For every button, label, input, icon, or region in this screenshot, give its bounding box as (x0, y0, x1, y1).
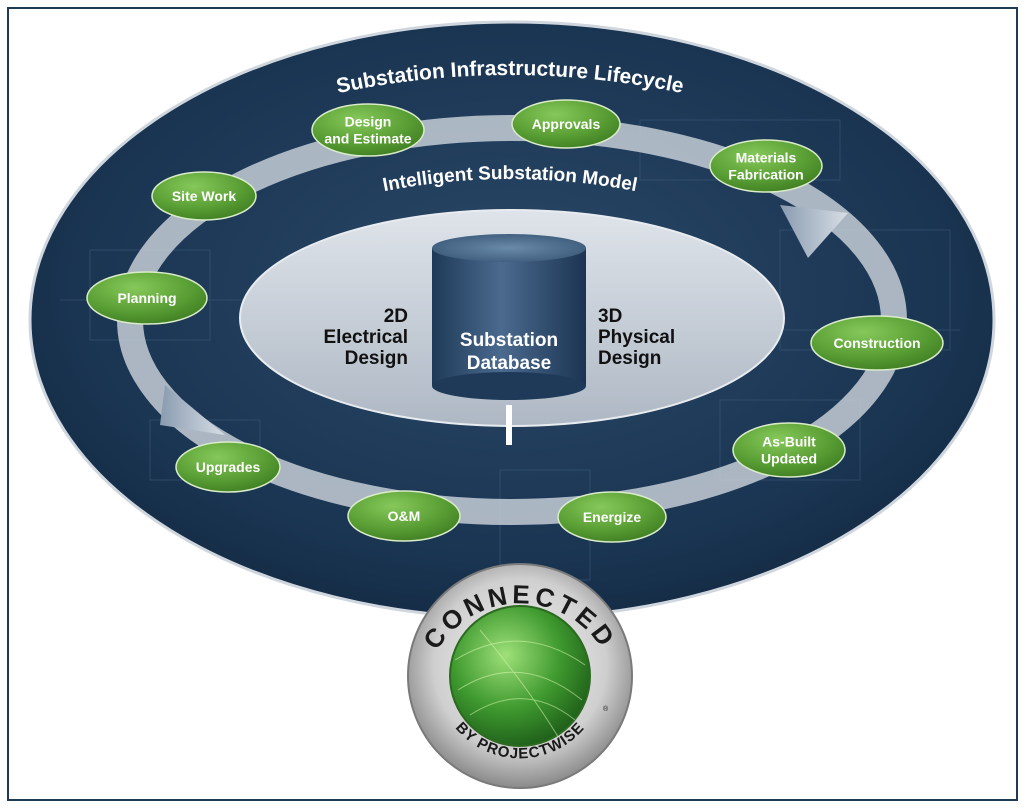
stage-om: O&M (347, 490, 461, 542)
physical-design-line2: Physical (598, 327, 675, 348)
stage-approvals: Approvals (511, 99, 621, 149)
stage-label: Fabrication (728, 167, 803, 183)
database-label-line1: Substation (460, 330, 558, 351)
stage-label: Upgrades (196, 459, 261, 475)
database-connector (506, 405, 512, 445)
electrical-design-line3: Design (345, 348, 408, 369)
stage-oval (511, 99, 621, 149)
stage-oval (175, 441, 281, 493)
substation-database-cylinder (432, 234, 586, 400)
connected-projectwise-badge: CONNECTED BY PROJECTWISE ® (407, 563, 633, 789)
stage-label: Construction (833, 335, 920, 351)
stage-oval (86, 271, 208, 325)
stage-label: As-Built (762, 434, 816, 450)
stage-construction: Construction (810, 315, 944, 371)
stage-planning: Planning (86, 271, 208, 325)
stage-label: Energize (583, 509, 642, 525)
stage-label: Approvals (532, 116, 601, 132)
electrical-design-line1: 2D (384, 306, 408, 327)
stage-label: Materials (736, 150, 797, 166)
stage-label: Planning (117, 290, 176, 306)
physical-design-line3: Design (598, 348, 661, 369)
stage-oval (151, 171, 257, 221)
database-label-line2: Database (467, 353, 552, 374)
stage-label: Site Work (172, 188, 237, 204)
stage-oval (732, 422, 846, 478)
stage-label: O&M (388, 508, 421, 524)
stage-label: Updated (761, 451, 817, 467)
stage-oval (557, 491, 667, 543)
electrical-design-line2: Electrical (324, 327, 409, 348)
stage-oval (311, 103, 425, 157)
badge-trademark: ® (603, 705, 609, 713)
stage-energize: Energize (557, 491, 667, 543)
stage-oval (347, 490, 461, 542)
physical-design-line1: 3D (598, 306, 622, 327)
stage-oval (810, 315, 944, 371)
stage-upgrades: Upgrades (175, 441, 281, 493)
stage-label: and Estimate (324, 131, 411, 147)
stage-site-work: Site Work (151, 171, 257, 221)
stage-oval (709, 139, 823, 193)
ring-arrowhead-left (160, 385, 225, 435)
stage-label: Design (345, 114, 392, 130)
ring-arrowhead-right (780, 205, 848, 258)
